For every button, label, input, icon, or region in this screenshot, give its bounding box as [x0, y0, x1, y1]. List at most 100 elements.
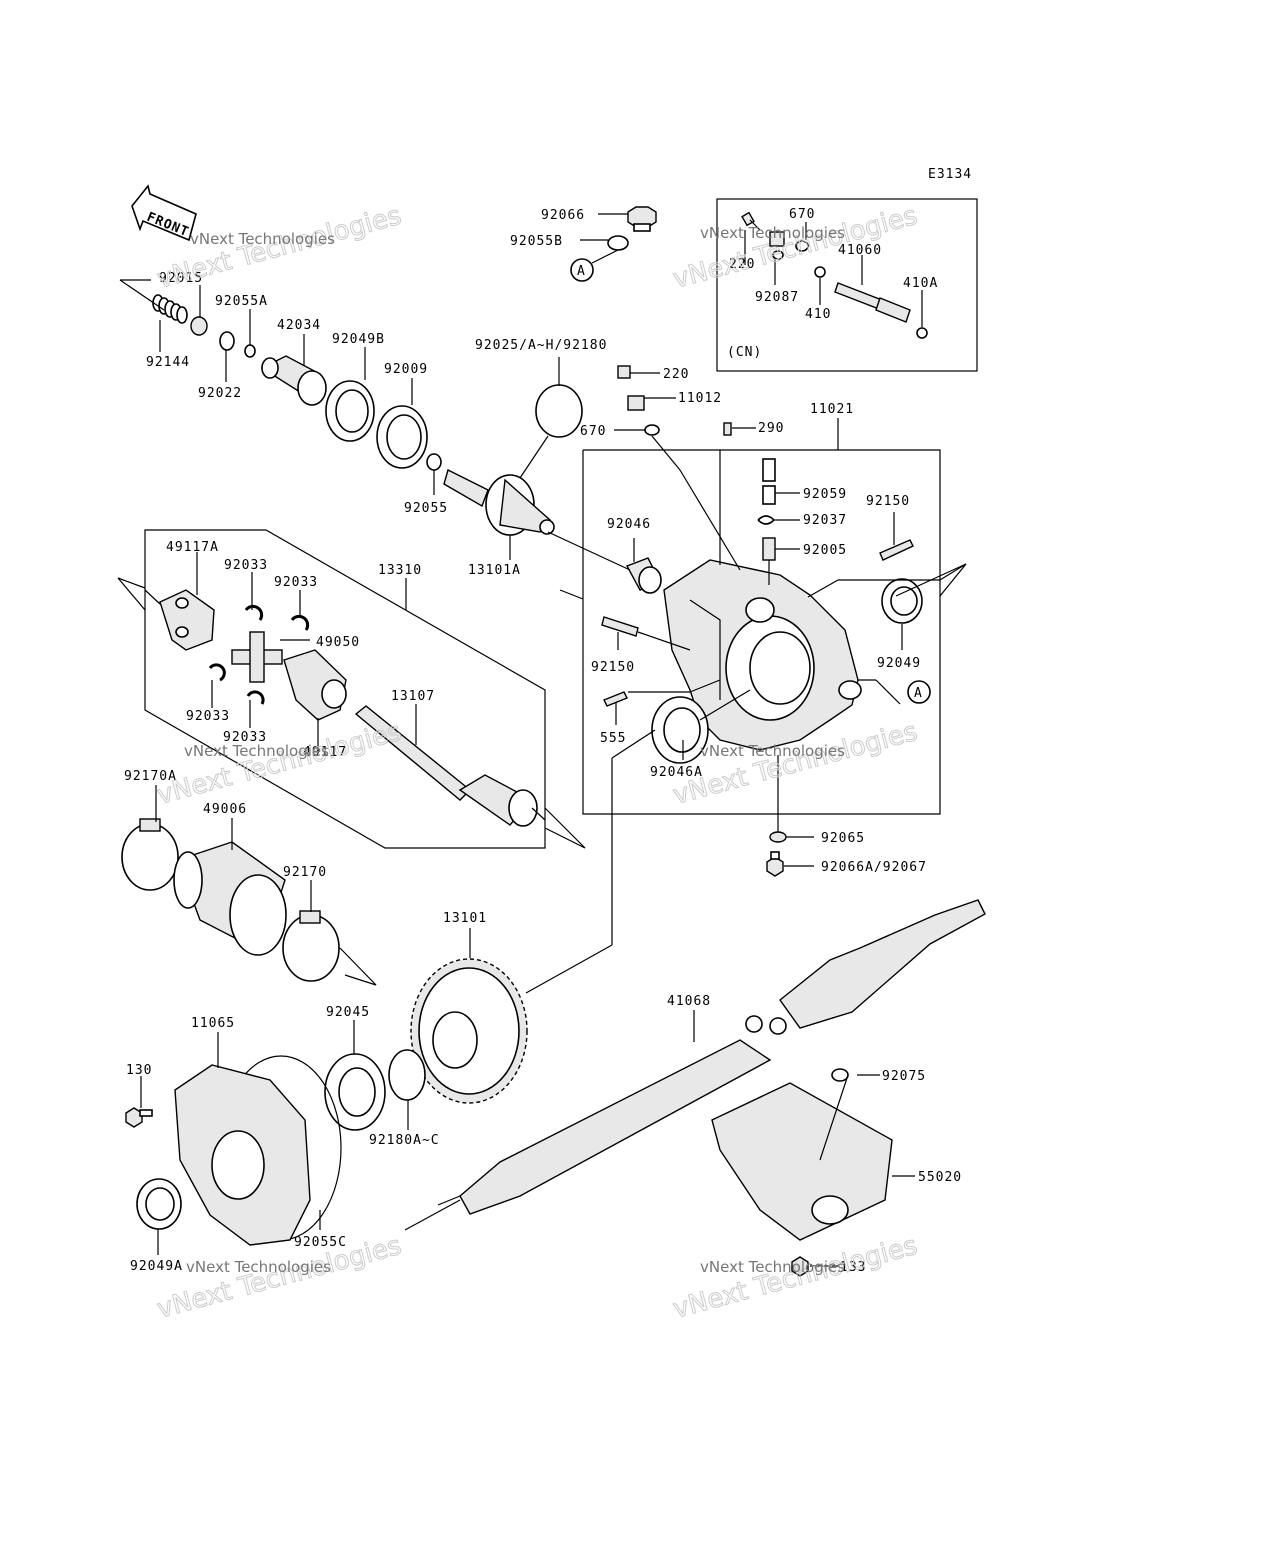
label-11021: 11021: [810, 402, 854, 417]
needle-bearing-92046-part: [626, 557, 662, 594]
watermark-3: vNext Technologies: [154, 717, 404, 811]
ring-gear-13101-part: [410, 958, 528, 1104]
label-555: 555: [600, 731, 626, 746]
yoke-49117A-part: [159, 589, 215, 651]
callout-a-right-text: A: [914, 686, 923, 701]
label-49117A: 49117A: [166, 540, 219, 555]
label-92059: 92059: [803, 487, 847, 502]
circlip-92055A-part: [244, 344, 256, 358]
label-92066A: 92066A/92067: [821, 860, 927, 875]
bolt-133-part: [791, 1256, 809, 1277]
spider-49050-part: [231, 631, 283, 683]
coupling-42034-part: [260, 355, 327, 406]
label-49006: 49006: [203, 802, 247, 817]
label-92170A: 92170A: [124, 769, 177, 784]
label-92037: 92037: [803, 513, 847, 528]
plug-92075-part: [831, 1068, 849, 1082]
bearing-92045-part: [324, 1053, 386, 1131]
clamp-92170-part: [282, 910, 340, 982]
label-92045: 92045: [326, 1005, 370, 1020]
label-133: 133: [840, 1260, 866, 1275]
label-670-inset: 670: [789, 207, 815, 222]
label-92033-a: 92033: [224, 558, 268, 573]
watermark-3b: vNext Technologies: [184, 742, 329, 760]
circlip-92033c-part: [208, 663, 226, 682]
label-130: 130: [126, 1063, 152, 1078]
shim-92180A-part: [388, 1049, 426, 1101]
inset-label: (CN): [727, 345, 762, 360]
watermark-1b: vNext Technologies: [190, 230, 335, 248]
axle-41068-part: [459, 899, 986, 1215]
label-49050: 49050: [316, 635, 360, 650]
pin-92005-part: [762, 537, 776, 561]
bolt-130-part: [125, 1107, 153, 1128]
shaft-assembly-frame: [144, 529, 546, 849]
washer-92065-part: [769, 831, 787, 843]
watermark-6: vNext Technologies: [670, 1231, 920, 1325]
watermark-5: vNext Technologies: [154, 1231, 404, 1325]
label-92075: 92075: [882, 1069, 926, 1084]
watermark-4b: vNext Technologies: [700, 742, 845, 760]
label-11065: 11065: [191, 1016, 235, 1031]
label-92055C: 92055C: [294, 1235, 347, 1250]
watermark-5b: vNext Technologies: [186, 1258, 331, 1276]
label-92049: 92049: [877, 656, 921, 671]
cap-92066-part: [627, 206, 657, 232]
label-41060: 41060: [838, 243, 882, 258]
breather-11012-part: [617, 365, 660, 436]
circlip-92033b-part: [290, 614, 310, 631]
label-92066: 92066: [541, 208, 585, 223]
clip-92037-part: [757, 515, 776, 525]
label-220: 220: [663, 367, 689, 382]
label-13101A: 13101A: [468, 563, 521, 578]
front-arrow-icon: FRONT: [131, 184, 197, 242]
pinion-gear-13101A-part: [443, 468, 555, 536]
label-410A: 410A: [903, 276, 938, 291]
stud-92150b-part: [601, 616, 639, 637]
label-670: 670: [580, 424, 606, 439]
label-220-inset: 220: [729, 257, 755, 272]
label-13310: 13310: [378, 563, 422, 578]
oil-seal-92049B-part: [325, 380, 375, 442]
label-92170: 92170: [283, 865, 327, 880]
propeller-shaft-13107-part: [354, 705, 538, 827]
shim-92025-part: [535, 384, 583, 438]
seal-92009-part: [376, 405, 428, 469]
yoke-49117-part: [283, 649, 347, 721]
label-92049A: 92049A: [130, 1259, 183, 1274]
circlip-92033a-part: [244, 604, 264, 621]
label-92022: 92022: [198, 386, 242, 401]
label-92055B: 92055B: [510, 234, 563, 249]
case-cover-11065-part: [174, 1055, 342, 1246]
label-92033-b: 92033: [274, 575, 318, 590]
diagram-code: E3134: [928, 167, 972, 182]
label-92180A: 92180A~C: [369, 1133, 440, 1148]
watermark-6b: vNext Technologies: [700, 1258, 845, 1276]
case-frame: [582, 449, 941, 815]
label-92005: 92005: [803, 543, 847, 558]
guard-55020-part: [711, 1082, 893, 1241]
label-55020: 55020: [918, 1170, 962, 1185]
watermark-2b: vNext Technologies: [700, 224, 845, 242]
label-49117: 49117: [303, 745, 347, 760]
oring-92055B-part: [607, 235, 629, 251]
label-92055: 92055: [404, 501, 448, 516]
clamp-92170A-part: [121, 818, 179, 891]
label-11012: 11012: [678, 391, 722, 406]
label-92046A: 92046A: [650, 765, 703, 780]
leader-lines: [117, 213, 967, 1267]
inset-speedo-parts: [741, 211, 928, 339]
drain-bolt-92066A-part: [766, 851, 784, 877]
label-92033-c: 92033: [186, 709, 230, 724]
inset-box: [716, 198, 978, 372]
roller-bearing-92046A-part: [651, 696, 709, 764]
stud-92150a-part: [879, 539, 914, 561]
washer-92015-part: [190, 316, 208, 336]
label-290: 290: [758, 421, 784, 436]
label-92150-left: 92150: [591, 660, 635, 675]
washer-92022-part: [219, 331, 235, 351]
spring-92144-part: [152, 294, 188, 324]
callout-a-right: A: [907, 680, 931, 704]
